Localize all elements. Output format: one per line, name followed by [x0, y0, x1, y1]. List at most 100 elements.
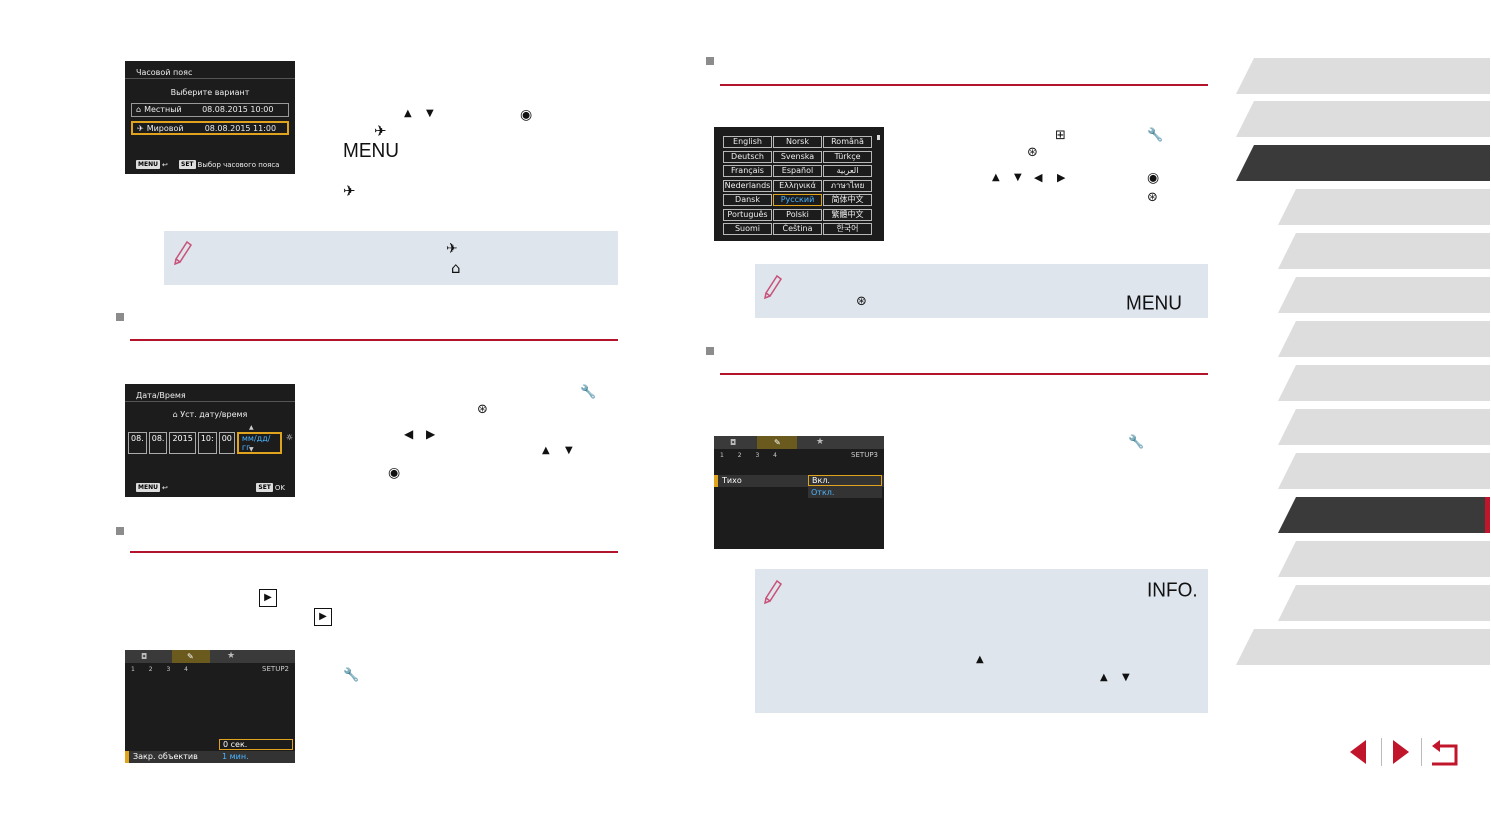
sidebar-tab[interactable] [1278, 277, 1490, 313]
sidebar-tab-active[interactable] [1278, 497, 1485, 533]
option-selected[interactable]: Вкл. [808, 475, 882, 486]
option[interactable]: Откл. [808, 487, 882, 498]
playback-button-icon: ▶ [259, 589, 277, 607]
note-box: ✈ ⌂ [164, 231, 618, 285]
up-arrow-icon: ▲ [1100, 672, 1108, 683]
sidebar-tab[interactable] [1278, 321, 1490, 357]
tz-back: MENU ↩ [136, 160, 168, 169]
language-option[interactable]: Română [823, 136, 872, 148]
language-option[interactable]: Suomi [723, 223, 772, 235]
date-back: MENU ↩ [136, 483, 168, 492]
section-marker [706, 347, 714, 355]
language-option[interactable]: Русский [773, 194, 822, 206]
func-set-icon: ⊛ [1027, 145, 1038, 160]
func-set-icon: ⊞ [1055, 128, 1066, 143]
wrench-icon: 🔧 [1147, 128, 1164, 143]
language-option[interactable]: 한국어 [823, 223, 872, 235]
plane-icon: ✈ [374, 122, 387, 140]
home-icon: ⌂ [451, 259, 461, 277]
language-option[interactable]: Norsk [773, 136, 822, 148]
section-marker [706, 57, 714, 65]
right-arrow-icon: ▶ [426, 427, 436, 441]
language-option[interactable]: Español [773, 165, 822, 177]
date-subtitle: ⌂ Уст. дату/время [172, 410, 248, 419]
date-format-field[interactable]: мм/дд/гг [236, 432, 282, 454]
section-rule [720, 84, 1208, 86]
note-box: INFO. ▲ ▲ ▼ [755, 569, 1208, 713]
option-selected[interactable]: 0 сек. [219, 739, 293, 750]
language-option[interactable]: Nederlands [723, 179, 772, 192]
sidebar-tab[interactable] [1278, 453, 1490, 489]
info-button-label: INFO. [1147, 579, 1198, 602]
date-field[interactable]: 10: [197, 432, 217, 454]
wrench-icon: ✎ [187, 652, 194, 661]
language-option[interactable]: Svenska [773, 150, 822, 163]
next-page-icon[interactable] [1389, 738, 1413, 766]
up-arrow-icon: ▲ [249, 424, 254, 431]
date-field[interactable]: 08. [148, 432, 168, 454]
home-icon: ⌂ [172, 410, 181, 419]
playback-button-icon: ▶ [314, 608, 332, 626]
sidebar-tab-active-chapter[interactable] [1236, 145, 1490, 181]
option[interactable]: 1 мин. [222, 752, 249, 761]
dst-icon: ☼ [285, 433, 293, 442]
up-arrow-icon: ▲ [404, 108, 412, 119]
language-option[interactable]: Deutsch [723, 150, 772, 163]
tz-row-world[interactable]: ✈ Мировой 08.08.2015 11:00 [131, 121, 289, 135]
date-field[interactable]: 00 [218, 432, 235, 454]
pencil-icon [174, 240, 193, 265]
sidebar-tab[interactable] [1278, 365, 1490, 401]
menu-item-lens-close[interactable]: Закр. объектив [133, 752, 198, 761]
sidebar-tab[interactable] [1278, 541, 1490, 577]
section-marker [116, 527, 124, 535]
return-icon[interactable] [1428, 738, 1460, 766]
language-option[interactable]: Polski [773, 208, 822, 221]
tz-row-local[interactable]: ⌂ Местный 08.08.2015 10:00 [131, 103, 289, 117]
sidebar-tab[interactable] [1278, 189, 1490, 225]
func-set-icon: ⊛ [477, 402, 488, 417]
section-marker [116, 313, 124, 321]
date-title: Дата/Время [136, 391, 186, 400]
language-option[interactable]: Dansk [723, 194, 772, 206]
up-arrow-icon: ▲ [542, 445, 550, 456]
language-option[interactable]: Français [723, 165, 772, 177]
pencil-icon [764, 274, 783, 299]
plane-icon: ✈ [446, 241, 458, 257]
menu-button-label: MENU [343, 140, 399, 163]
language-option[interactable]: العربية [823, 165, 872, 177]
control-dial-icon: ◉ [520, 107, 533, 123]
section-rule [130, 339, 618, 341]
sidebar-tab[interactable] [1236, 101, 1490, 137]
divider [1421, 738, 1422, 766]
language-option[interactable]: ภาษาไทย [823, 179, 872, 192]
menu-button-label: MENU [1126, 292, 1182, 315]
date-field[interactable]: 08. [128, 432, 147, 454]
wrench-icon: 🔧 [580, 385, 597, 400]
tz-subtitle: Выберите вариант [170, 88, 250, 97]
tz-title: Часовой пояс [136, 68, 193, 77]
menu-item-quiet[interactable]: Тихо [722, 476, 742, 485]
date-field[interactable]: 2015 [169, 432, 196, 454]
previous-page-icon[interactable] [1346, 738, 1370, 766]
sidebar-tab[interactable] [1278, 233, 1490, 269]
sidebar-tab[interactable] [1278, 585, 1490, 621]
language-option[interactable]: Čeština [773, 223, 822, 235]
return-icon: ↩ [161, 160, 168, 169]
language-option[interactable]: English [723, 136, 772, 148]
section-rule [720, 373, 1208, 375]
language-option[interactable]: 简体中文 [823, 194, 872, 206]
control-dial-icon: ◉ [388, 465, 401, 481]
language-option[interactable]: Ελληνικά [773, 179, 822, 192]
sidebar-tab[interactable] [1278, 409, 1490, 445]
return-icon: ↩ [161, 483, 168, 492]
language-option[interactable]: 繁體中文 [823, 208, 872, 221]
sidebar-tab[interactable] [1236, 58, 1490, 94]
sidebar-tab[interactable] [1236, 629, 1490, 665]
up-arrow-icon: ▲ [976, 654, 984, 665]
star-icon: ★ [227, 651, 236, 661]
wrench-icon: ✎ [774, 438, 781, 447]
language-option[interactable]: Türkçe [823, 150, 872, 163]
language-option[interactable]: Português [723, 208, 772, 221]
date-ok: SET OK [256, 483, 285, 492]
